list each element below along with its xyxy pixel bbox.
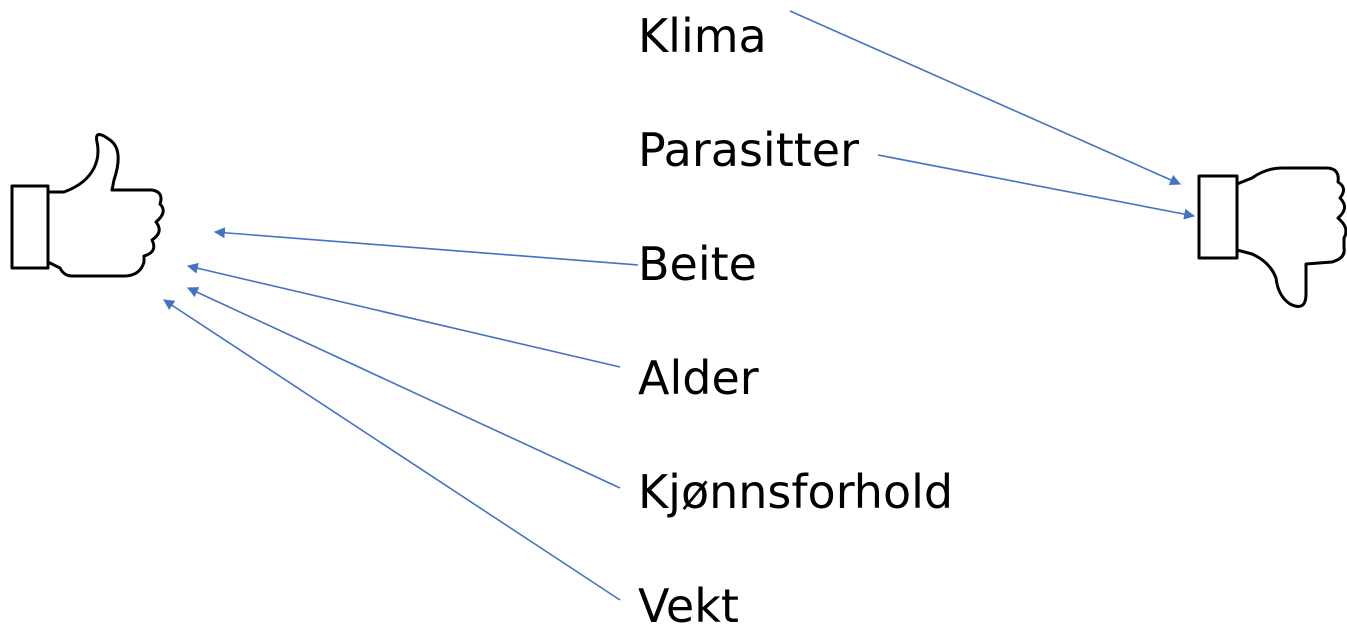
arrow-positive-3: [186, 262, 621, 368]
term-label: Klima: [638, 9, 767, 63]
arrow-negative-1: [877, 154, 1196, 220]
terms-layer: KlimaParasitterBeiteAlderKjønnsforholdVe…: [638, 9, 953, 625]
term-label: Vekt: [638, 579, 739, 625]
arrow-positive-2: [213, 227, 639, 266]
arrows-layer: [163, 10, 1196, 601]
thumbs-down-icon: [1197, 166, 1347, 308]
term-label: Parasitter: [638, 123, 859, 177]
arrow-negative-0: [789, 10, 1182, 186]
term-label: Alder: [638, 351, 759, 405]
arrow-positive-4: [187, 287, 621, 489]
term-label: Beite: [638, 237, 757, 291]
term-label: Kjønnsforhold: [638, 465, 953, 519]
thumbs-up-icon: [10, 133, 165, 278]
arrow-positive-5: [163, 299, 621, 601]
